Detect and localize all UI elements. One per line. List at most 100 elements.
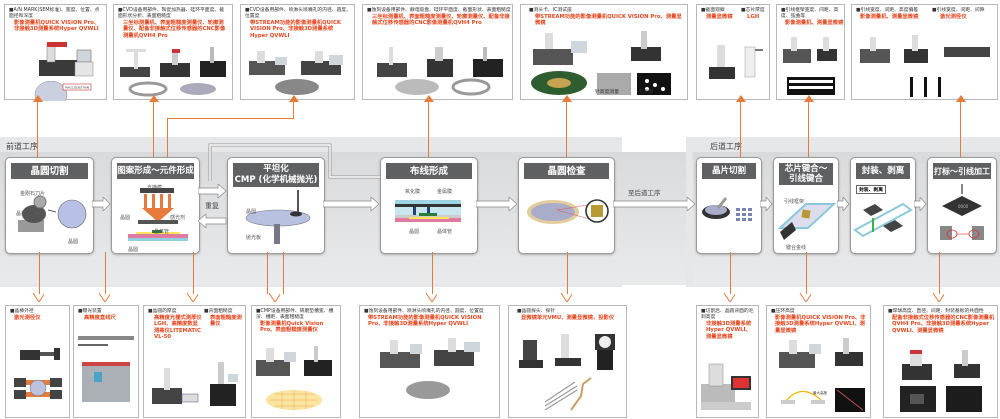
card-title: ■曝光装置 [78,309,102,314]
top-card-cvd-shower: ■CVD设备用部件、喷淋头喷嘴孔的内径、圆度、位置度 带STREAM功能的影像测… [240,4,355,100]
process-title: 图案形成～元件形成 [117,163,194,179]
process-title: 封装、剥离 [856,163,910,179]
card-products: 带STREAM功能的影像测量机QUICK VISION Pro、非接触3D测量系… [250,20,341,39]
cmp-polisher-illustration [245,190,311,244]
wafer-inspection-illustration [527,199,609,224]
lead-frame-images [783,37,837,95]
process-wafer-dicing[interactable]: 晶圆切割 金刚石刀片 晶棒 晶圆 [5,157,94,254]
wire-bonding-illustration [777,203,836,240]
process-title: 打标～引线加工 [933,163,991,179]
back-process-label: 后道工序 [710,142,742,151]
bottom-card-cmp-parts: ■CMP设备用部件、研磨垫槽宽、槽深、槽距、表面粗糙度 影像测量机Quick V… [251,305,341,418]
card-products: 影像测量机QUICK VISION Pro、非接触3D测量系统Hyper QVW… [775,315,866,334]
process-packaging[interactable]: 封装、剥离 封装、剥离 [850,157,916,254]
probe-inspection-images [531,31,671,95]
card-title: ■截面观察 [701,8,725,13]
card-products: 影像测量机、测量显微镜 [860,14,919,20]
card-title: ■压环高度 [771,309,795,314]
arrow-down-icon [932,292,944,302]
process-title: 芯片键合～ 引线键合 [779,163,833,185]
process-title: 布线形成 [386,163,472,179]
label-transistor: 晶体管 [154,229,170,235]
card-title: ■焊球高度、直径、间距、封装基板的共面性 [888,309,984,314]
bottom-card-exposure: ■曝光装置 高精度直线尺 [73,305,139,418]
label-diamond-blade: 金刚石刀片 [20,191,46,197]
connector-line [293,98,294,119]
card-products: 配备非接触式位移传感器的CNC影像测量机QVH4 Pro、非接触3D测量系统Hy… [892,315,995,334]
arrow-up-icon [561,95,572,102]
connector-line [283,252,284,294]
card-products: 高精度光栅式测厚仪LGH、高精度数显测高仪LITEMATIC VL-50 [154,315,202,340]
card-products: 影像测量机Quick Vision Pro、表面粗糙度测量仪 [260,321,324,334]
process-wafer-inspection[interactable]: 晶圆检查 [518,157,615,254]
arrow-up-icon [735,95,746,102]
card-title: ■晶棒外径 [10,309,34,314]
process-marking[interactable]: 打标～引线加工 0000 [927,157,997,254]
label-photoresist: 感光剂 [170,215,186,221]
flow-arrow [476,197,518,211]
thickness-gauges-image [152,362,238,406]
connector-line [39,252,40,294]
label-lead-frame: 引线框架 [784,199,805,205]
hyper-qvwli-image [701,363,751,410]
card-title: ■蚀刻设备用部件、静电吸盘、硅环平面度、截面形状、表面粗糙度 [367,8,511,13]
top-card-cross-section: ■截面观察 测量显微镜 ■芯片厚度 LGH [696,4,770,100]
connector-line [566,98,567,157]
bottom-card-etch-shower: ■蚀刻设备用部件、喷淋头喷嘴孔的内径、圆度、位置度 带STREAM功能的影像测量… [359,305,500,418]
process-wiring[interactable]: 布线形成 氧化膜 金属膜 晶圆 晶体管 [380,157,478,254]
card-products: 影像测量机、测量显微镜 [785,20,844,26]
process-chip-dicing[interactable]: 晶片切割 [696,157,762,254]
ring-height-images [779,338,865,412]
bottom-card-burr-height: ■切割后、晶圆背面的毛刺高度 非接触3D测量系统Hyper QVWLI、测量显微… [696,305,759,418]
vision-machines-image [249,51,343,95]
card-products: 激光测径仪 [14,315,41,321]
arrow-down-icon [32,292,44,302]
bottom-card-ingot-od: ■晶棒外径 激光测径仪 [5,305,70,418]
label-ingot: 晶棒 [16,211,27,217]
svg-text:0000: 0000 [958,204,969,209]
card-products-2: 表面粗糙度测量仪 [210,315,242,328]
label-transistor: 晶体管 [437,229,453,235]
connector-line [432,252,433,294]
label-wafer-2: 晶圆 [128,247,139,253]
label-polishing-pad: 抛光板 [246,235,262,241]
card-title: ■CVD设备用部件、喷淋头喷嘴孔的内径、圆度、位置度 [245,8,351,19]
laser-scan-micrometer-image [14,348,62,399]
wiring-layer-illustration [395,200,461,222]
flow-arrow-back [198,214,227,228]
cmm-machines-image [120,47,226,97]
connector-line [193,252,194,294]
lithography-illustration [128,188,188,241]
label-wafer: 晶圆 [120,215,131,221]
connector-line [806,252,807,294]
top-card-cvd-ceramic: ■CVD设备用部件、陶瓷加热器、硅环平面度、截面形状分析、表面粗糙度 三坐标测量… [113,4,233,100]
cmm-machines-image [377,47,503,96]
process-title-line2: 引线键合 [788,174,823,184]
process-cmp[interactable]: 平坦化 CMP (化学机械抛光) 晶圆 抛光板 [227,157,325,254]
to-back-process-label: 至后道工序 [628,189,661,197]
cmp-measurement-image [256,346,332,410]
label-gold-wire: 键合金线 [786,245,807,251]
process-patterning[interactable]: 图案形成～元件形成 光掩模 晶圆 感光剂 晶体管 晶圆 [111,157,200,254]
caption-hole: 孔测量 [639,90,654,95]
chip-dicing-illustration [702,197,752,221]
flow-arrow [323,197,380,211]
label-metal-film: 金属膜 [437,189,453,195]
arrow-up-icon [32,95,43,102]
connector-line [730,252,731,294]
connector-line [428,98,429,157]
marking-lead-illustration: 0000 [940,184,984,240]
card-title: ■切割后、晶圆背面的毛刺高度 [701,309,754,320]
card-products: 三坐标测量机、表面粗糙度测量仪、轮廓测量仪、配备非接触式位移传感器的CNC影像测… [123,20,226,39]
microscope-lgh-image [709,45,763,79]
card-products-2: 激光测径仪 [940,14,967,20]
process-title: 晶片切割 [702,163,756,179]
process-bonding[interactable]: 芯片键合～ 引线键合 引线框架 键合金线 [773,157,839,254]
flow-arrow [760,197,773,211]
microscope-projector-image [519,334,615,411]
repeat-loop-line [208,143,380,181]
card-title: ■引线宽度、间距、高度偏差 [856,8,919,13]
card-title: ■CMP设备用部件、研磨垫槽宽、槽深、槽距、表面粗糙度 [256,309,334,320]
arrow-down-icon [268,292,280,302]
top-card-lead-frame: ■引线框架宽度、间距、高度、弦曲等 影像测量机、测量显微镜 [776,4,845,100]
